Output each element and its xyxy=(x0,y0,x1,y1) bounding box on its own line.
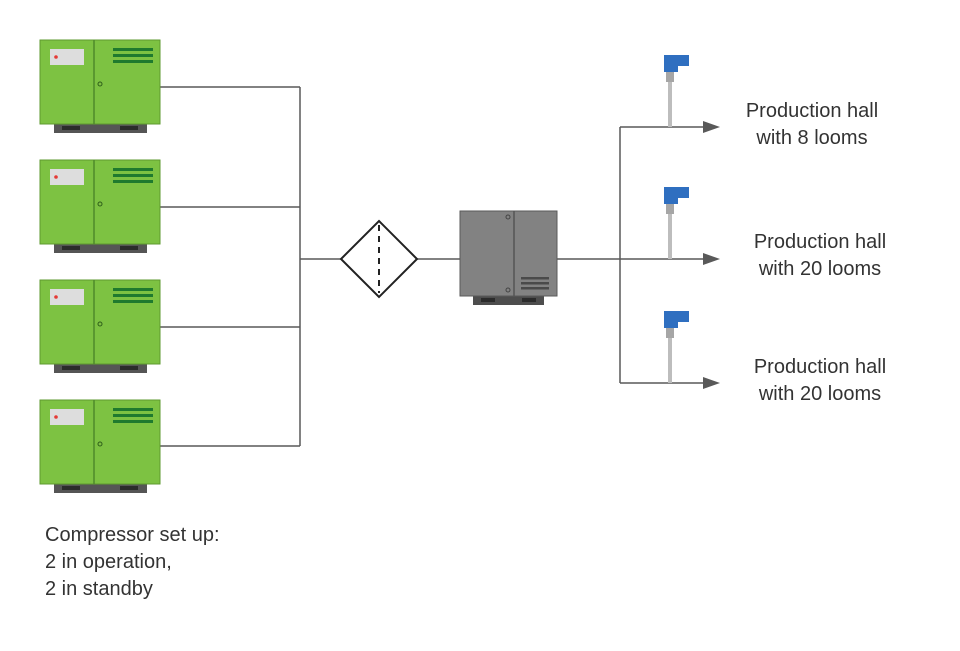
arrowhead-hall-3 xyxy=(703,377,720,389)
hall-label-line: with 20 looms xyxy=(758,258,882,280)
status-led-icon xyxy=(54,295,58,299)
hall-label-3: Production hall with 20 looms xyxy=(730,354,910,408)
flow-sensor-2-icon xyxy=(664,187,689,259)
compressor-base xyxy=(54,124,147,133)
caption-line: 2 in operation, xyxy=(45,551,172,573)
compressor-base xyxy=(54,244,147,253)
dryer-unit-icon xyxy=(459,210,558,305)
compressor-2 xyxy=(39,159,161,253)
hall-label-line: Production hall xyxy=(753,356,887,378)
caption-line: 2 in standby xyxy=(45,578,153,600)
caption-line: Compressor set up: xyxy=(45,524,220,546)
compressor-setup-caption: Compressor set up: 2 in operation, 2 in … xyxy=(45,522,220,603)
filter-diamond-icon xyxy=(339,219,419,299)
hall-label-line: Production hall xyxy=(753,231,887,253)
compressor-base xyxy=(54,364,147,373)
compressor-1 xyxy=(39,39,161,133)
compressor-3 xyxy=(39,279,161,373)
flow-sensor-3-icon xyxy=(664,311,689,383)
flow-arrowheads xyxy=(703,121,720,389)
hall-label-1: Production hall with 8 looms xyxy=(722,98,902,152)
compressor-base xyxy=(54,484,147,493)
hall-label-2: Production hall with 20 looms xyxy=(730,229,910,283)
hall-label-line: with 8 looms xyxy=(756,127,868,149)
hall-label-line: Production hall xyxy=(745,100,879,122)
compressor-4 xyxy=(39,399,161,493)
collector-pipes xyxy=(160,86,620,447)
flow-sensor-1-icon xyxy=(664,55,689,127)
hall-label-line: with 20 looms xyxy=(758,383,882,405)
compressor-panel xyxy=(50,289,84,305)
arrowhead-hall-1 xyxy=(703,121,720,133)
status-led-icon xyxy=(54,175,58,179)
status-led-icon xyxy=(54,415,58,419)
compressor-panel xyxy=(50,169,84,185)
compressor-panel xyxy=(50,49,84,65)
arrowhead-hall-2 xyxy=(703,253,720,265)
status-led-icon xyxy=(54,55,58,59)
distribution-pipes xyxy=(619,126,704,384)
compressor-panel xyxy=(50,409,84,425)
